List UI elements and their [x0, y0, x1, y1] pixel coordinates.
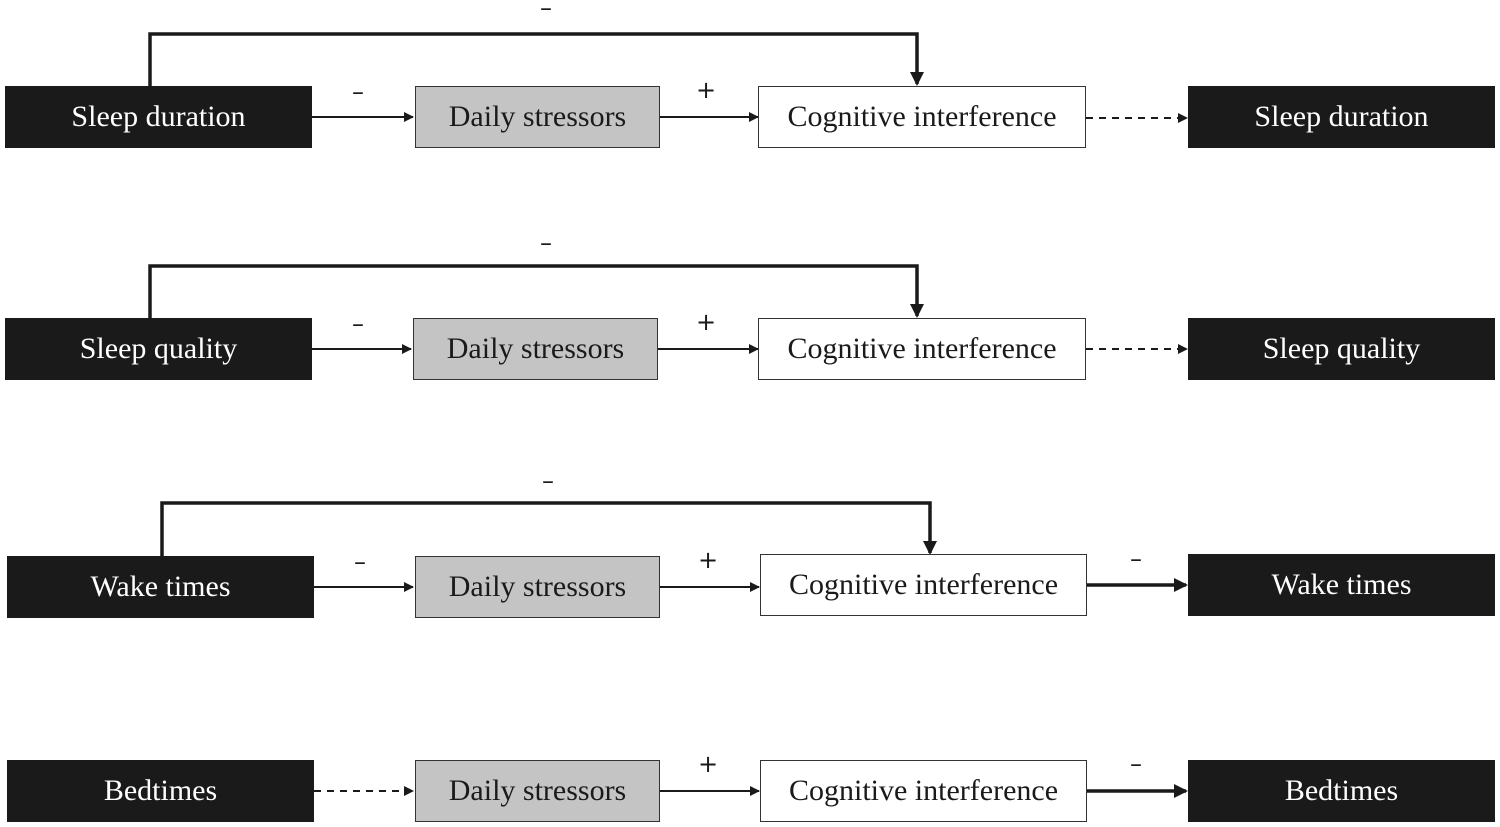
row-3-direct-sign: –	[542, 467, 554, 495]
row-2-sign-a: –	[352, 310, 364, 338]
row-4-sign-c: –	[1130, 750, 1142, 778]
row-4-interference-box: Cognitive interference	[760, 760, 1087, 822]
row-4-interference-label: Cognitive interference	[788, 774, 1059, 807]
row-3-interference-box: Cognitive interference	[760, 554, 1087, 616]
row-3-outcome-box: Wake times	[1188, 554, 1495, 616]
row-1-arrows	[148, 32, 1188, 123]
row-1-sign-a: –	[352, 78, 364, 106]
row-2-stressors-label: Daily stressors	[446, 332, 625, 365]
row-2-outcome-box: Sleep quality	[1188, 318, 1495, 380]
row-2-predictor-label: Sleep quality	[79, 332, 238, 365]
row-3-interference-label: Cognitive interference	[788, 568, 1059, 601]
row-1-stressors-label: Daily stressors	[448, 100, 627, 133]
row-4-sign-b: +	[697, 750, 719, 778]
row-1-direct-arrow	[148, 32, 924, 86]
row-2-arrows	[148, 264, 1188, 354]
row-4-predictor-label: Bedtimes	[103, 774, 218, 807]
row-1-direct-sign: –	[540, 0, 552, 22]
row-4-predictor-box: Bedtimes	[7, 760, 314, 822]
row-4-stressors-box: Daily stressors	[415, 760, 660, 822]
row-2-outcome-label: Sleep quality	[1262, 332, 1421, 365]
row-3-stressors-label: Daily stressors	[448, 570, 627, 603]
row-2-direct-sign: –	[540, 229, 552, 257]
row-4-stressors-label: Daily stressors	[448, 774, 627, 807]
row-3-sign-b: +	[697, 546, 719, 574]
row-1-interference-box: Cognitive interference	[758, 86, 1086, 148]
row-2-interference-box: Cognitive interference	[758, 318, 1086, 380]
row-1-sign-b: +	[695, 76, 717, 104]
row-1-predictor-box: Sleep duration	[5, 86, 312, 148]
row-3-sign-c: –	[1130, 545, 1142, 573]
row-2-sign-b: +	[695, 308, 717, 336]
row-1-interference-label: Cognitive interference	[787, 100, 1057, 133]
row-3-stressors-box: Daily stressors	[415, 556, 660, 618]
row-3-predictor-label: Wake times	[90, 570, 231, 603]
row-1-stressors-box: Daily stressors	[415, 86, 660, 148]
row-1-predictor-label: Sleep duration	[71, 100, 246, 133]
row-3-outcome-label: Wake times	[1271, 568, 1412, 601]
row-3-sign-a: –	[354, 548, 366, 576]
row-3-direct-arrow	[160, 501, 937, 556]
row-2-interference-label: Cognitive interference	[787, 332, 1057, 365]
row-4-outcome-label: Bedtimes	[1284, 774, 1399, 807]
row-1-outcome-label: Sleep duration	[1254, 100, 1429, 133]
row-4-outcome-box: Bedtimes	[1188, 760, 1495, 822]
row-3-predictor-box: Wake times	[7, 556, 314, 618]
row-1-outcome-box: Sleep duration	[1188, 86, 1495, 148]
row-2-stressors-box: Daily stressors	[413, 318, 658, 380]
row-2-direct-arrow	[148, 264, 924, 318]
row-2-predictor-box: Sleep quality	[5, 318, 312, 380]
row-3-arrows	[160, 501, 1188, 592]
